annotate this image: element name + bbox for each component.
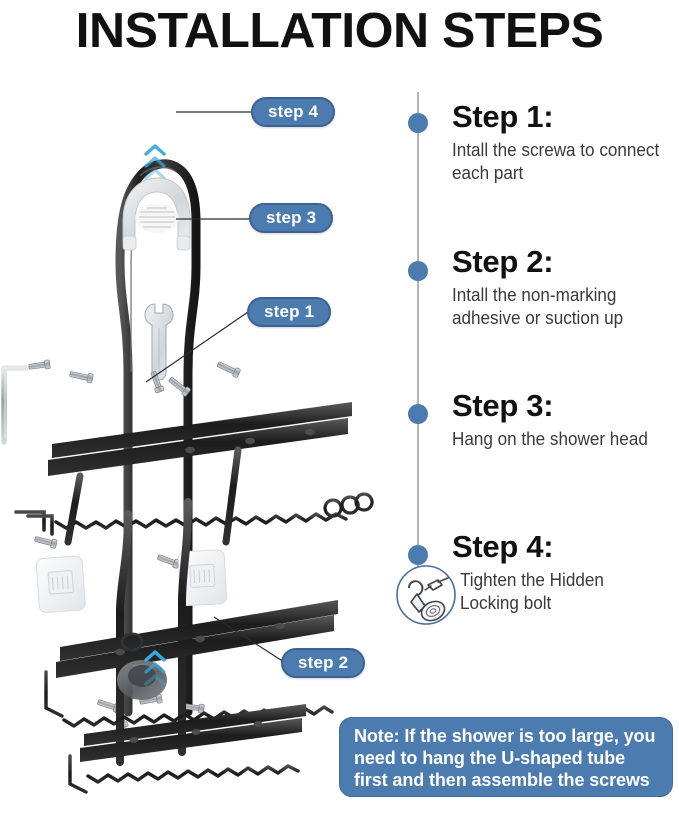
step-4-description: Tighten the Hidden Locking bolt xyxy=(460,570,604,613)
callout-pill-step-2[interactable]: step 2 xyxy=(281,648,366,678)
step-3-description: Hang on the shower head xyxy=(452,429,648,449)
step-block-4: Step 4: Tighten the Hidden Locking bolt xyxy=(452,528,676,615)
step-4-heading: Step 4: xyxy=(452,529,554,564)
suction-cup xyxy=(117,632,167,700)
chevron-arrows-upper xyxy=(144,144,166,180)
step-block-2: Step 2: Intall the non-marking adhesive … xyxy=(452,243,676,330)
leader-line-step-1 xyxy=(145,311,249,383)
timeline-dot-step-1 xyxy=(408,113,428,133)
page-title: INSTALLATION STEPS xyxy=(75,4,604,58)
timeline-track xyxy=(417,92,419,592)
chevron-arrows-lower xyxy=(144,650,166,686)
timeline-dot-step-3 xyxy=(408,404,428,424)
callout-pill-step-1[interactable]: step 1 xyxy=(247,297,332,327)
step-2-heading: Step 2: xyxy=(452,244,554,279)
bottom-wire-tray xyxy=(68,704,306,794)
open-end-wrench xyxy=(144,303,174,381)
shower-caddy-illustration xyxy=(0,72,400,813)
step-2-description: Intall the non-marking adhesive or sucti… xyxy=(452,285,624,328)
adhesive-pads xyxy=(35,549,227,613)
step-1-description: Intall the screwa to connect each part xyxy=(452,140,660,183)
timeline-dot-step-4 xyxy=(408,545,428,565)
locking-bolt-icon xyxy=(395,564,457,626)
step-block-1: Step 1: Intall the screwa to connect eac… xyxy=(452,98,676,185)
callout-pill-step-4[interactable]: step 4 xyxy=(251,97,336,127)
shower-head-bracket xyxy=(122,177,191,251)
upper-wire-basket xyxy=(14,402,374,546)
allen-wrench xyxy=(1,365,29,445)
callout-pill-step-3[interactable]: step 3 xyxy=(249,203,334,233)
step-3-heading: Step 3: xyxy=(452,388,554,423)
step-1-heading: Step 1: xyxy=(452,99,554,134)
vertical-frame-posts xyxy=(116,498,192,766)
step-block-3: Step 3: Hang on the shower head xyxy=(452,387,676,451)
note-box: Note: If the shower is too large, you ne… xyxy=(339,717,673,797)
leader-line-step-2 xyxy=(213,616,285,663)
timeline-dot-step-2 xyxy=(408,261,428,281)
callout-leader-lines xyxy=(145,111,285,663)
